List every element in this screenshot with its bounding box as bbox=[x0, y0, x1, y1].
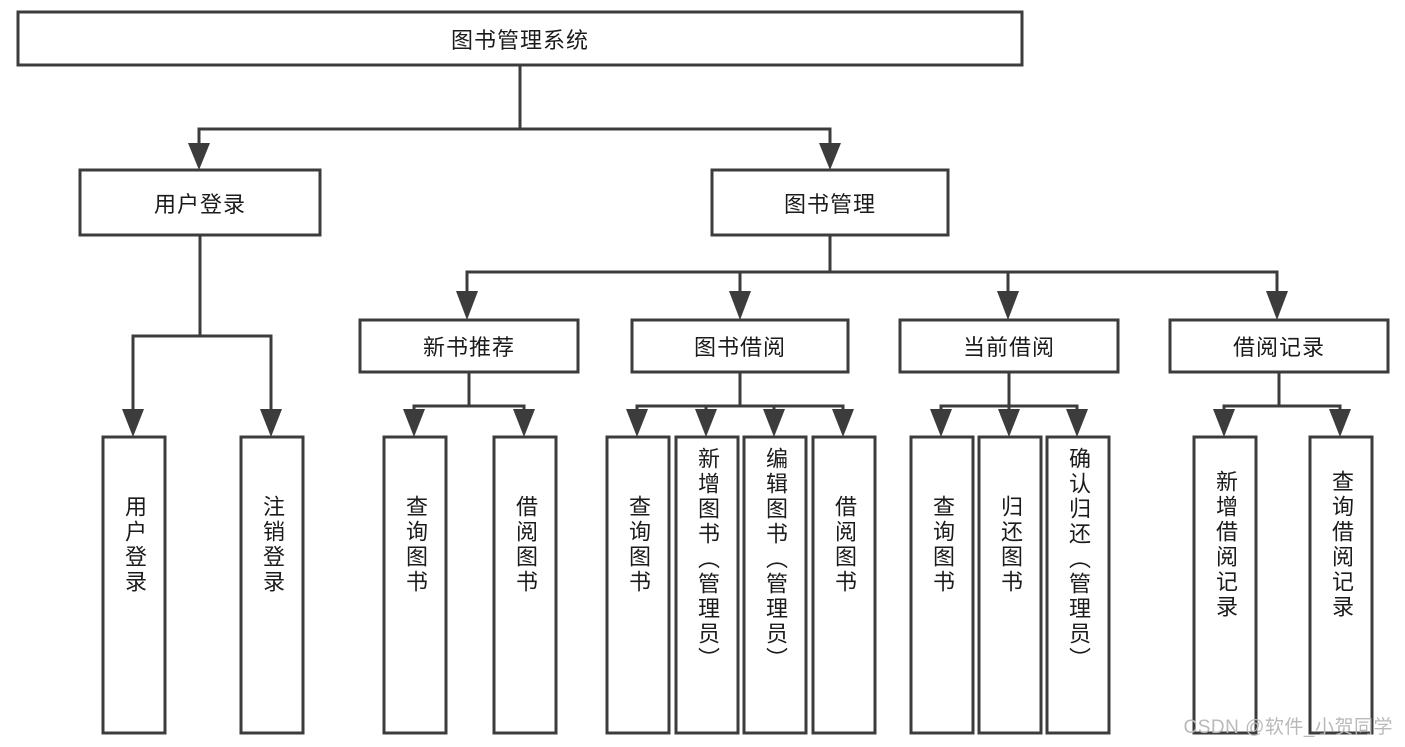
node-box-borrow-record[interactable] bbox=[1168, 318, 1390, 374]
leaf-box-borrow-record-1[interactable] bbox=[1192, 435, 1258, 735]
arrow-head-book-manage bbox=[819, 143, 841, 170]
arrow-head-leaf-new-book-2 bbox=[513, 409, 535, 437]
arrow-head-leaf-borrow-record-1 bbox=[1213, 409, 1235, 437]
arrow-head-leaf-book-borrow-3 bbox=[763, 409, 785, 437]
leaf-box-borrow-record-2[interactable] bbox=[1308, 435, 1374, 735]
arrow-head-leaf-book-borrow-1 bbox=[626, 409, 648, 437]
arrow-head-leaf-borrow-record-2 bbox=[1329, 409, 1351, 437]
leaf-box-current-borrow-1[interactable] bbox=[909, 435, 975, 735]
arrow-head-leaf-current-borrow-3 bbox=[1066, 409, 1088, 437]
arrow-head-leaf-user-login-2 bbox=[260, 409, 282, 437]
leaf-box-user-login-2[interactable] bbox=[239, 435, 305, 735]
leaf-box-new-book-1[interactable] bbox=[382, 435, 448, 735]
leaf-box-user-login-1[interactable] bbox=[101, 435, 167, 735]
leaf-box-book-borrow-4[interactable] bbox=[811, 435, 877, 735]
arrow-head-leaf-user-login-1 bbox=[122, 409, 144, 437]
node-box-book-manage[interactable] bbox=[710, 168, 950, 237]
leaf-box-book-borrow-3[interactable] bbox=[742, 435, 808, 735]
leaf-box-current-borrow-2[interactable] bbox=[977, 435, 1043, 735]
arrow-head-leaf-current-borrow-2 bbox=[998, 409, 1020, 437]
node-box-current-borrow[interactable] bbox=[898, 318, 1120, 374]
node-box-book-borrow[interactable] bbox=[630, 318, 850, 374]
arrow-head-user-login bbox=[188, 143, 210, 170]
arrow-head-borrow-record bbox=[1266, 291, 1288, 320]
node-box-user-login[interactable] bbox=[78, 168, 322, 237]
arrow-head-leaf-new-book-1 bbox=[403, 409, 425, 437]
arrow-head-book-borrow bbox=[729, 291, 751, 320]
node-box-root[interactable] bbox=[16, 10, 1024, 67]
node-box-new-book[interactable] bbox=[358, 318, 580, 374]
arrow-head-current-borrow bbox=[997, 291, 1019, 320]
arrow-head-leaf-current-borrow-1 bbox=[930, 409, 952, 437]
leaf-box-book-borrow-2[interactable] bbox=[674, 435, 740, 735]
arrow-head-leaf-book-borrow-2 bbox=[695, 409, 717, 437]
leaf-box-book-borrow-1[interactable] bbox=[605, 435, 671, 735]
leaf-box-current-borrow-3[interactable] bbox=[1045, 435, 1111, 735]
leaf-box-new-book-2[interactable] bbox=[492, 435, 558, 735]
arrow-head-new-book bbox=[456, 291, 478, 320]
arrow-head-leaf-book-borrow-4 bbox=[832, 409, 854, 437]
